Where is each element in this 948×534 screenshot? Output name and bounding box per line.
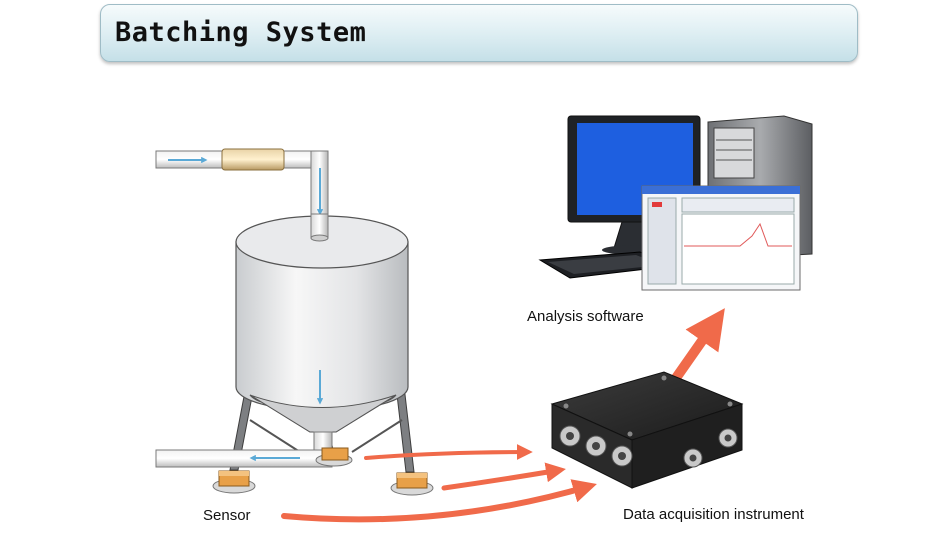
cable-gland [683, 448, 703, 468]
computer [538, 115, 813, 291]
load-cell-sensor [212, 470, 256, 494]
sensor-label: Sensor [203, 507, 251, 524]
load-cell-sensor [390, 472, 434, 496]
outlet-pipe [155, 449, 333, 468]
analysis-software-label: Analysis software [527, 308, 644, 325]
tank-leg [395, 385, 415, 473]
software-window [641, 185, 801, 291]
title-bar: Batching System [100, 4, 858, 62]
page-title: Batching System [115, 17, 367, 48]
signal-arrows [281, 308, 725, 523]
cable-gland [585, 435, 607, 457]
signal-arrow [441, 462, 566, 491]
cable-gland [718, 428, 738, 448]
signal-arrow [281, 479, 597, 523]
load-cell-sensor [315, 447, 353, 467]
cable-gland [559, 425, 581, 447]
data-acquisition-box [550, 371, 744, 489]
signal-arrow [364, 444, 533, 461]
data-acquisition-label: Data acquisition instrument [623, 506, 804, 523]
pipe-coupling [221, 148, 285, 171]
signal-arrow [671, 308, 725, 383]
storage-tank [155, 148, 434, 496]
cable-gland [611, 445, 633, 467]
